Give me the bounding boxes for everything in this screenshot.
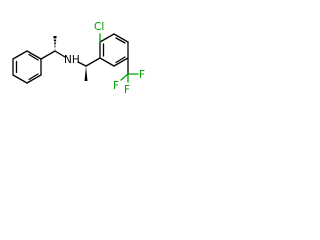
left-stereocenter — [40, 36, 66, 60]
bond — [77, 61, 87, 67]
bond — [99, 33, 115, 43]
aromatic-bond — [28, 53, 39, 61]
fluorine-label: F — [113, 80, 119, 92]
bond — [85, 57, 101, 67]
bond — [12, 50, 28, 60]
bond — [40, 50, 56, 60]
wedge-bond — [84, 66, 88, 81]
chlorine-label: Cl — [94, 21, 104, 33]
bond — [54, 50, 66, 58]
aromatic-bond — [115, 37, 126, 44]
amine-label: NH — [64, 54, 80, 66]
bond — [113, 33, 129, 43]
hashed-wedge-bond — [53, 36, 57, 51]
structure-diagram: NH Cl F F F — [0, 0, 152, 152]
bond — [113, 57, 129, 67]
aromatic-bond — [28, 73, 39, 81]
trifluoromethyl-group: F F F — [113, 57, 145, 96]
fluorine-label: F — [139, 69, 145, 81]
fluorine-bond — [120, 73, 129, 81]
molecule-drawing: NH Cl F F F — [12, 21, 145, 96]
aromatic-bond — [115, 56, 126, 64]
fluorine-label: F — [124, 84, 130, 96]
bond — [99, 57, 115, 67]
phenyl-ring — [12, 50, 42, 84]
bond — [26, 74, 42, 84]
bond — [12, 74, 28, 84]
bond — [26, 50, 42, 60]
right-stereocenter — [77, 57, 101, 81]
aryl-ring — [99, 33, 129, 67]
